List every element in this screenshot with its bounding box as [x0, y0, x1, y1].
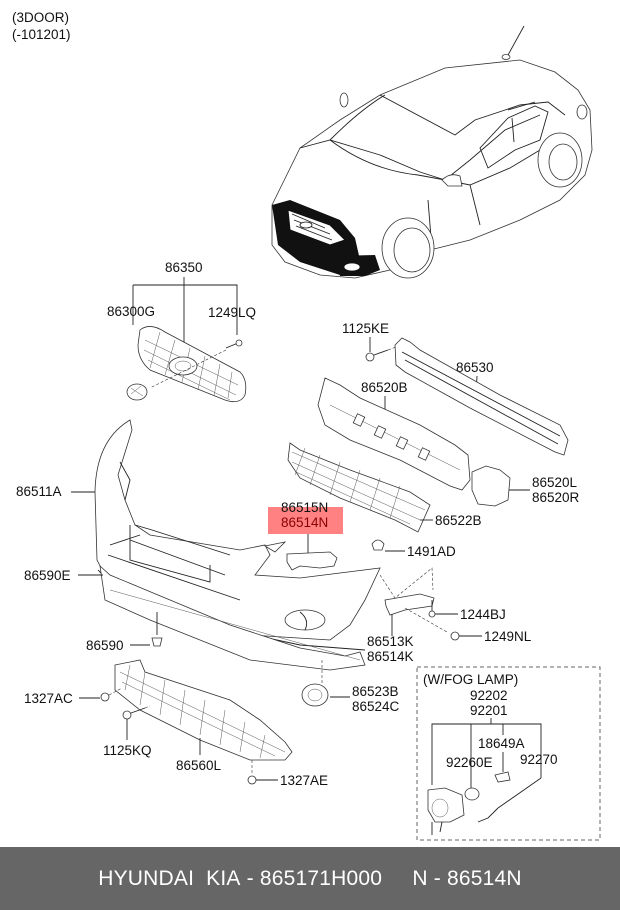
label-1249NL: 1249NL: [484, 629, 532, 644]
label-86350: 86350: [165, 260, 203, 275]
label-92270: 92270: [520, 752, 558, 767]
label-1244BJ: 1244BJ: [460, 607, 506, 622]
footer-separator: -: [240, 866, 260, 890]
bracket-86514N[interactable]: [286, 551, 338, 571]
part-info-footer: HYUNDAI KIA - 865171H000 N - 86514N: [0, 847, 620, 910]
label-86511A: 86511A: [16, 484, 62, 499]
footer-brand: HYUNDAI KIA: [98, 866, 241, 890]
energy-absorber: 86520B: [317, 377, 471, 491]
footer-ref-code: 86514N: [447, 866, 522, 890]
label-18649A: 18649A: [478, 736, 525, 751]
label-86523B: 86523B: [352, 684, 399, 699]
part-highlight: [268, 507, 343, 534]
label-92260E: 92260E: [446, 755, 493, 770]
label-1125KE: 1125KE: [342, 321, 389, 336]
label-86520R: 86520R: [532, 490, 580, 505]
label-86522B: 86522B: [435, 513, 482, 528]
fog-lamp-box: (W/FOG LAMP) 92202 92201 18649A 92260E 9…: [416, 666, 601, 841]
label-86515N: 86515N: [281, 500, 328, 515]
side-bracket: 86520L 86520R: [471, 465, 580, 507]
variant-doors-label: (3DOOR): [12, 10, 69, 25]
label-1327AE: 1327AE: [280, 773, 328, 788]
footer-part-number: 865171H000: [259, 866, 383, 890]
label-86530: 86530: [456, 360, 494, 375]
footer-gap: [382, 867, 412, 891]
label-86524C: 86524C: [352, 699, 400, 714]
horn: 86523B 86524C: [301, 660, 400, 714]
label-86560L: 86560L: [176, 758, 222, 773]
variant-date-label: (-101201): [12, 27, 71, 42]
bumper-cover: 86511A: [16, 419, 381, 671]
car-illustration: [271, 25, 593, 279]
label-86520B: 86520B: [361, 380, 408, 395]
label-1327AC: 1327AC: [24, 691, 73, 706]
label-1249LQ: 1249LQ: [208, 305, 256, 320]
label-1491AD: 1491AD: [407, 544, 456, 559]
label-86590: 86590: [86, 638, 124, 653]
cap-1491AD: 1491AD: [371, 539, 456, 559]
label-86513K: 86513K: [367, 634, 414, 649]
parts-diagram: (3DOOR) (-101201): [12, 10, 601, 841]
label-86514N: 86514N: [281, 515, 328, 530]
reinforcement-beam: 1125KE 86530: [342, 321, 569, 456]
footer-ref-prefix: N: [412, 866, 428, 890]
bumper-side-bracket: 86513K 86514K 1244BJ 1249NL: [367, 567, 532, 664]
grille-assembly: 86350 86300G 1249LQ: [107, 260, 256, 403]
fog-lamp-title: (W/FOG LAMP): [423, 672, 518, 687]
clip-86590: 86590: [86, 612, 163, 653]
label-86514K: 86514K: [367, 649, 414, 664]
label-86590E: 86590E: [24, 568, 71, 583]
highlighted-part-group: 86515N 86514N: [268, 500, 343, 571]
under-cover: 1327AC 1125KQ 86560L 1327AE: [24, 659, 328, 788]
label-92202: 92202: [470, 688, 508, 703]
label-86520L: 86520L: [532, 475, 578, 490]
label-86300G: 86300G: [107, 304, 155, 319]
label-92201: 92201: [470, 703, 508, 718]
lower-grille: 86522B: [287, 442, 482, 533]
footer-separator-2: -: [427, 866, 448, 890]
label-1125KQ: 1125KQ: [103, 743, 152, 758]
